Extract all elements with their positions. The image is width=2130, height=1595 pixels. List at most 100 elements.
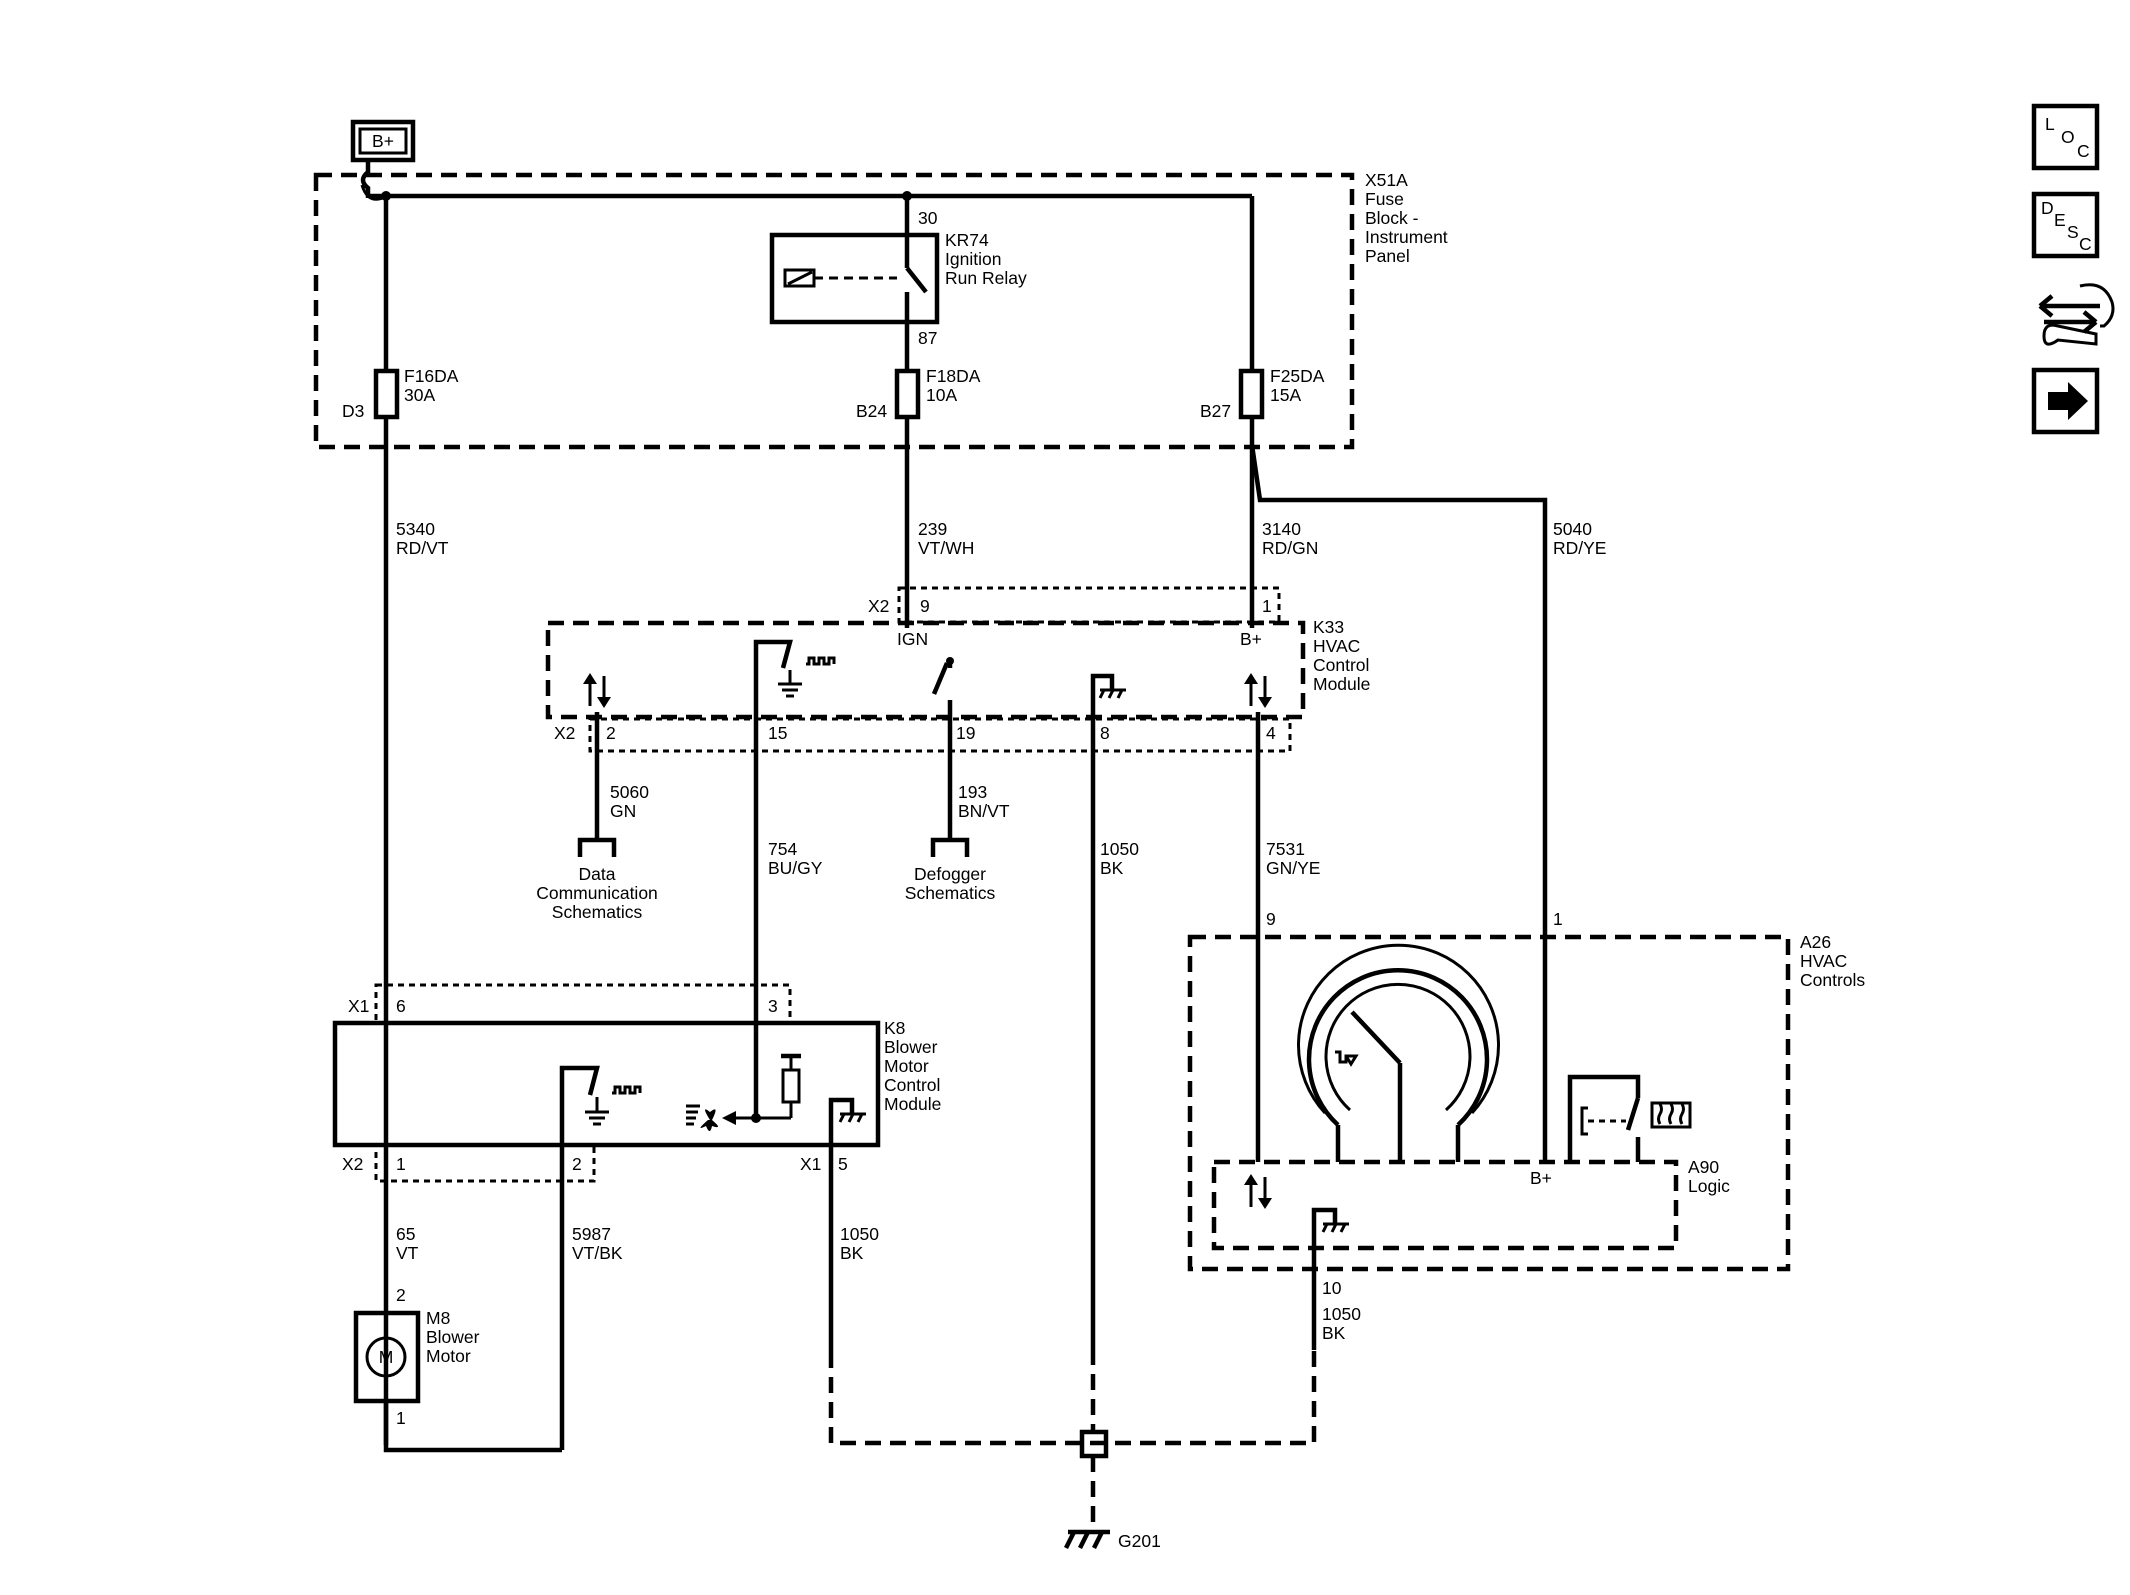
wire-5987-color: VT/BK <box>572 1243 623 1263</box>
fuse-f16da-rating: 30A <box>404 385 435 405</box>
fuse-f25da: F25DA 15A B27 <box>1200 366 1325 421</box>
a26-pin-10: 10 <box>1322 1278 1342 1298</box>
wire-3140-num: 3140 <box>1262 519 1301 539</box>
fuse-block-line-1: Fuse <box>1365 189 1404 209</box>
desc-letter-e: E <box>2054 210 2066 230</box>
fuse-f18da-id: F18DA <box>926 366 981 386</box>
defrost-icon <box>1650 1101 1692 1129</box>
a90-bplus: B+ <box>1530 1168 1552 1188</box>
wire-1050b-num: 1050 <box>840 1224 879 1244</box>
fuse-f18da-rating: 10A <box>926 385 957 405</box>
arrow-right-icon <box>2048 382 2088 420</box>
blower-pwm-input-icon <box>559 1065 642 1450</box>
fuse-block-line-4: Panel <box>1365 246 1410 266</box>
k8-x2: X2 <box>342 1154 363 1174</box>
fuse-f16da-cavity: D3 <box>342 401 364 421</box>
battery-label: B+ <box>372 131 394 151</box>
pwm-output-icon <box>753 639 836 1000</box>
wire-5060-num: 5060 <box>610 782 649 802</box>
k8-line-2: Motor <box>884 1056 929 1076</box>
ref-data-line-1: Data <box>579 864 616 884</box>
desc-letter-s: S <box>2067 222 2079 242</box>
fuse-block-line-3: Instrument <box>1365 227 1448 247</box>
defrost-switch-icon <box>1567 1074 1692 1162</box>
k33-pin-15: 15 <box>768 723 787 743</box>
relay-line-1: Ignition <box>945 249 1001 269</box>
wire-1050c-color: BK <box>1322 1323 1346 1343</box>
k33-pin-1: 1 <box>1262 596 1272 616</box>
wire-5060-color: GN <box>610 801 636 821</box>
ref-defogger-line-1: Defogger <box>914 864 986 884</box>
fan-speed-icon <box>686 1000 801 1131</box>
wire-1050b-color: BK <box>840 1243 864 1263</box>
wire-65-num: 65 <box>396 1224 415 1244</box>
location-button[interactable]: L O C <box>2031 103 2100 171</box>
description-button[interactable]: D E S C <box>2031 191 2100 259</box>
fuse-f25da-rating: 15A <box>1270 385 1301 405</box>
a26-line-1: HVAC <box>1800 951 1847 971</box>
m8-pin-2: 2 <box>396 1285 406 1305</box>
ground-g201: G201 <box>828 1349 1317 1551</box>
a26-line-2: Controls <box>1800 970 1865 990</box>
connector-repair-button[interactable] <box>2038 283 2115 346</box>
fuse-f18da: F18DA 10A B24 <box>856 366 981 421</box>
defogger-switch-icon <box>931 657 954 838</box>
k33-ign-label: IGN <box>897 629 928 649</box>
desc-letter-d: D <box>2041 198 2054 218</box>
k8-pin-6: 6 <box>396 996 406 1016</box>
m8-line-1: Blower <box>426 1327 480 1347</box>
motor-icon <box>365 1336 407 1378</box>
next-page-button[interactable] <box>2031 367 2100 435</box>
reference-defogger: Defogger Schematics <box>905 837 996 903</box>
wire-239-num: 239 <box>918 519 947 539</box>
k33-bottom-connector: X2 <box>554 723 575 743</box>
battery-source: B+ <box>350 119 416 201</box>
k33-pin-19: 19 <box>956 723 975 743</box>
wire-193-color: BN/VT <box>958 801 1010 821</box>
loc-letter-c: C <box>2077 141 2090 161</box>
fuse-f16da-id: F16DA <box>404 366 459 386</box>
a90-id: A90 <box>1688 1157 1719 1177</box>
hvac-control-module-k33: X2 9 1 IGN B+ K33 HVAC Control Module X2… <box>545 586 1370 1349</box>
k8-id: K8 <box>884 1018 905 1038</box>
k8-pin-1: 1 <box>396 1154 406 1174</box>
wire-5987-num: 5987 <box>572 1224 611 1244</box>
ref-data-line-3: Schematics <box>552 902 643 922</box>
fuse-block-id: X51A <box>1365 170 1408 190</box>
fuse-f16da: F16DA 30A D3 <box>342 366 459 421</box>
k33-line-3: Module <box>1313 674 1370 694</box>
reference-data-communication: Data Communication Schematics <box>536 837 658 922</box>
fuse-f25da-cavity: B27 <box>1200 401 1231 421</box>
k33-pin-2: 2 <box>606 723 616 743</box>
wire-1050a-num: 1050 <box>1100 839 1139 859</box>
a26-id: A26 <box>1800 932 1831 952</box>
fuse-block-x51a: X51A Fuse Block - Instrument Panel 30 KR… <box>313 170 1448 450</box>
ignition-run-relay: 30 KR74 Ignition Run Relay 87 <box>769 208 1027 371</box>
serial-data-icon-2 <box>1244 673 1272 708</box>
k8-pin-5: 5 <box>838 1154 848 1174</box>
wire-5340-color: RD/VT <box>396 538 449 558</box>
ref-defogger-line-2: Schematics <box>905 883 996 903</box>
desc-letter-c: C <box>2079 234 2092 254</box>
k8-line-3: Control <box>884 1075 940 1095</box>
relay-line-2: Run Relay <box>945 268 1027 288</box>
wire-754-color: BU/GY <box>768 858 823 878</box>
fuse-f25da-id: F25DA <box>1270 366 1325 386</box>
ref-data-line-2: Communication <box>536 883 658 903</box>
k33-pin-4: 4 <box>1266 723 1276 743</box>
k8-line-1: Blower <box>884 1037 938 1057</box>
k33-pin-8: 8 <box>1100 723 1110 743</box>
wire-5040-num: 5040 <box>1553 519 1592 539</box>
wire-65-color: VT <box>396 1243 419 1263</box>
m8-line-2: Motor <box>426 1346 471 1366</box>
k8-x1-top: X1 <box>348 996 369 1016</box>
wire-5340-num: 5340 <box>396 519 435 539</box>
logic-a90: B+ A90 Logic <box>1211 1157 1730 1350</box>
k33-id: K33 <box>1313 617 1344 637</box>
fan-icon <box>700 1109 718 1131</box>
hvac-controls-a26: 9 1 A26 HVAC Controls B <box>1187 909 1865 1350</box>
k33-line-2: Control <box>1313 655 1369 675</box>
wire-1050a-color: BK <box>1100 858 1124 878</box>
blower-motor-m8: 2 M M8 Blower Motor 1 <box>353 1285 562 1453</box>
